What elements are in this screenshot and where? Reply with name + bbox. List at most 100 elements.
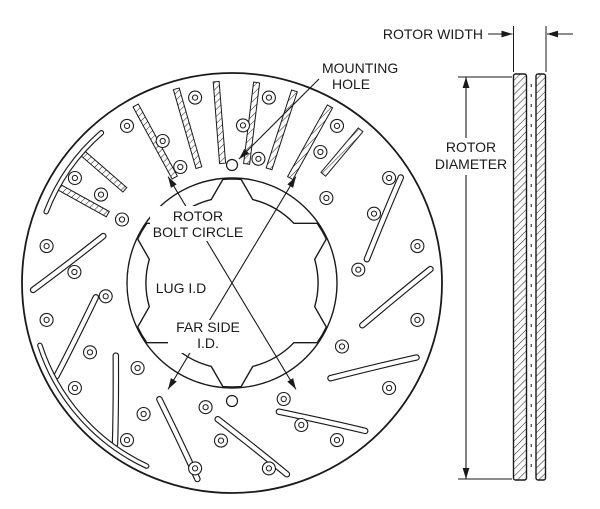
drill-hole	[294, 417, 309, 433]
dimension-arrowhead	[462, 77, 470, 88]
rotor-slot-inner	[112, 353, 118, 447]
drill-hole-chamfer	[43, 243, 50, 250]
drill-hole-chamfer	[386, 384, 393, 392]
drill-hole-chamfer	[370, 210, 378, 217]
drill-hole	[410, 239, 425, 254]
rotor-slots-group	[29, 130, 434, 483]
drill-hole-chamfer	[355, 266, 362, 273]
drill-hole	[155, 133, 170, 149]
drill-hole-chamfer	[386, 174, 393, 182]
drill-hole	[67, 380, 82, 396]
drill-hole-chamfer	[202, 404, 209, 411]
lug-id-label: LUG I.D	[156, 280, 207, 296]
drill-hole-chamfer	[255, 155, 262, 162]
slot-section-hatch-bar	[212, 80, 227, 165]
drill-hole	[82, 345, 98, 360]
drill-hole-chamfer	[333, 437, 341, 444]
drill-hole-chamfer	[323, 194, 330, 202]
dimension-arrowhead	[287, 176, 296, 188]
drill-hole-chamfer	[102, 293, 109, 300]
rotor-slot-inner	[44, 131, 103, 214]
drill-hole-chamfer	[177, 163, 184, 171]
dimension-arrowhead	[287, 378, 296, 390]
rotor-bolt-circle-label-line1: ROTOR	[173, 208, 223, 224]
dimension-line	[167, 176, 297, 390]
rotor-slot-inner	[360, 267, 433, 328]
drill-hole-chamfer	[317, 148, 324, 156]
drill-hole	[261, 90, 276, 105]
drill-hole-chamfer	[298, 421, 305, 429]
drill-hole-chamfer	[123, 437, 131, 444]
drill-hole-chamfer	[338, 343, 346, 350]
drill-hole	[188, 90, 203, 105]
rotor-width-label: ROTOR WIDTH	[383, 26, 483, 42]
drill-hole-chamfer	[43, 316, 50, 323]
dimension-arrowhead	[462, 468, 470, 479]
dimension-line	[238, 78, 320, 160]
rotor-diameter-label-line1: ROTOR	[446, 139, 496, 155]
drill-hole	[313, 144, 328, 160]
rotor-drill-holes-group	[39, 90, 425, 476]
drill-hole	[67, 170, 82, 186]
mounting-hole-bottom	[225, 394, 239, 408]
drill-hole-chamfer	[414, 243, 421, 250]
drill-hole	[319, 190, 334, 206]
slot-section-hatching-group	[54, 80, 364, 218]
mounting-hole-label-line2: HOLE	[332, 76, 370, 92]
rotor-slot	[37, 342, 150, 469]
drill-hole	[334, 339, 350, 354]
far-side-id-label-bg	[168, 320, 248, 353]
drill-hole-chamfer	[280, 395, 287, 403]
slot-section-hatch-bar	[265, 89, 298, 171]
drill-hole	[98, 289, 113, 304]
rotor-slot-inner	[54, 295, 98, 379]
drill-hole	[136, 406, 151, 422]
drill-hole-chamfer	[71, 268, 78, 276]
rotor-slot-inner	[328, 355, 419, 381]
rotor-diameter-label-bg	[434, 138, 510, 175]
drill-hole	[198, 400, 213, 415]
drill-hole	[119, 433, 135, 448]
far-side-id-label-line1: FAR SIDE	[176, 319, 240, 335]
slot-section-hatch-bar	[320, 127, 364, 177]
rotor-slot-inner	[38, 343, 149, 468]
drill-hole-chamfer	[71, 384, 79, 392]
rotor-slot-inner	[31, 234, 106, 292]
drill-hole-chamfer	[192, 94, 199, 101]
drill-hole	[173, 159, 188, 175]
drill-hole-chamfer	[86, 349, 94, 356]
drill-hole-chamfer	[118, 216, 126, 223]
drill-hole	[213, 433, 229, 448]
drill-hole	[382, 170, 397, 186]
drill-hole	[39, 239, 54, 254]
side-view-rotor-plate-left	[512, 73, 528, 481]
rotor-hub-bore-circle	[126, 177, 338, 389]
drill-hole	[382, 380, 397, 396]
rotor-bolt-circle-label-line2: BOLT CIRCLE	[153, 224, 244, 240]
dimension-arrowhead	[168, 176, 177, 188]
drill-hole	[93, 187, 109, 202]
slot-section-hatch-bar	[172, 87, 203, 170]
drill-hole-chamfer	[239, 122, 247, 129]
drill-hole-chamfer	[97, 191, 105, 198]
drill-hole-chamfer	[123, 122, 131, 130]
rotor-slot-inner	[215, 417, 289, 477]
drill-hole-chamfer	[134, 364, 141, 372]
drill-hole	[188, 461, 203, 476]
drill-hole	[351, 262, 366, 277]
slot-section-hatch-bar	[78, 148, 128, 193]
drill-hole	[329, 118, 345, 133]
drill-hole	[119, 118, 135, 133]
drill-hole-chamfer	[265, 465, 272, 472]
drill-hole	[114, 212, 130, 227]
slot-section-hatch-bar	[132, 103, 179, 180]
drill-hole	[276, 391, 291, 407]
drill-hole-chamfer	[159, 137, 166, 145]
bolt-circle-label-bg	[150, 206, 246, 241]
drill-hole-chamfer	[71, 174, 79, 182]
mounting-hole-top	[225, 158, 239, 172]
drill-hole	[251, 151, 266, 166]
rotor-slot-inner	[364, 175, 403, 262]
